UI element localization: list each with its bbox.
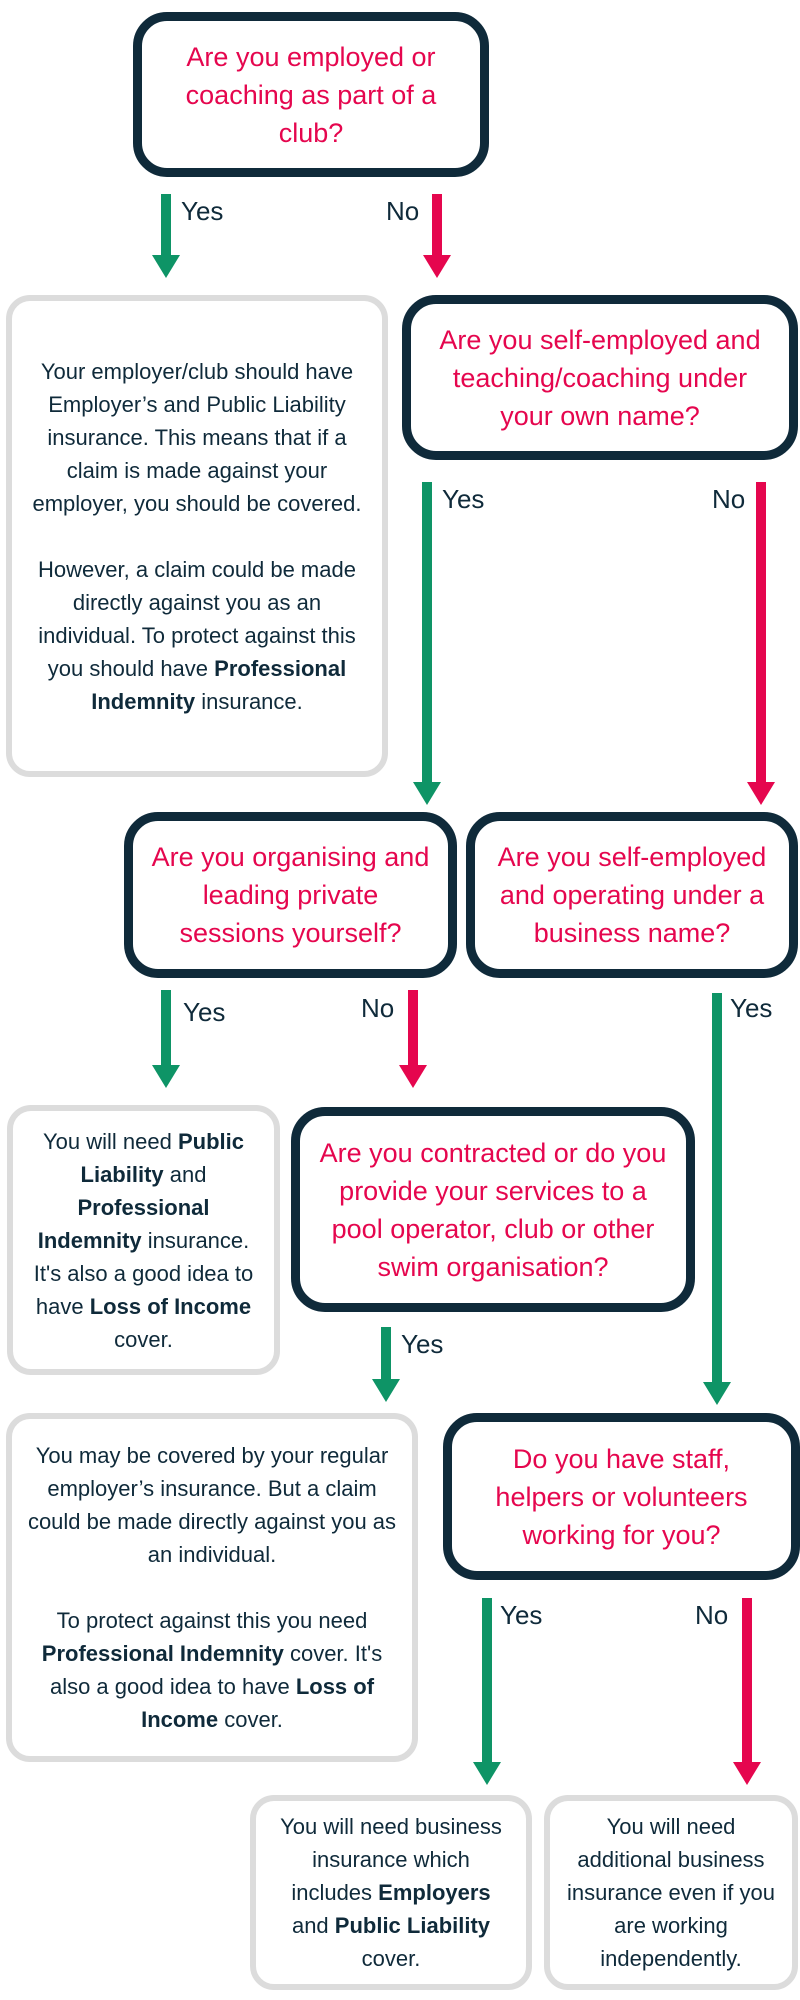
- answer-paragraph: You may be covered by your regular emplo…: [27, 1443, 397, 1567]
- label-q6-no: No: [695, 1600, 729, 1630]
- label-q5-yes: Yes: [401, 1329, 444, 1359]
- arrow-q3-yes: [152, 990, 180, 1088]
- answer-text: and: [291, 1913, 335, 1938]
- question-self-employed-own-name: Are you self-employed and teaching/coach…: [402, 295, 798, 460]
- label-q1-no: No: [386, 196, 420, 226]
- answer-emphasis: Loss of Income: [141, 1674, 375, 1732]
- arrow-q1-yes: [152, 194, 180, 278]
- question-text: Are you organising and leading private s…: [151, 842, 430, 948]
- answer-text: You will need business insurance which i…: [280, 1814, 502, 1905]
- answer-employers-public-liability: You will need business insurance which i…: [250, 1795, 532, 1990]
- question-private-sessions: Are you organising and leading private s…: [124, 812, 457, 978]
- answer-public-liability-indemnity: You will need Public Liability and Profe…: [7, 1105, 280, 1375]
- answer-text: You will need: [43, 1128, 178, 1154]
- label-q6-yes: Yes: [500, 1600, 543, 1630]
- arrow-q1-no: [423, 194, 451, 278]
- answer-paragraph: Your employer/club should have Employer’…: [32, 358, 362, 516]
- answer-text: cover.: [361, 1946, 421, 1971]
- answer-text: insurance.: [195, 688, 303, 714]
- question-contracted-services: Are you contracted or do you provide you…: [291, 1107, 695, 1312]
- answer-text: cover. It's also a good idea to have: [49, 1641, 383, 1699]
- arrow-q2-no: [747, 482, 775, 805]
- question-text: Are you self-employed and teaching/coach…: [439, 324, 761, 431]
- answer-paragraph: To protect against this you need Profess…: [26, 1604, 398, 1736]
- arrow-q5-yes: [372, 1327, 400, 1402]
- answer-paragraph: You will need Public Liability and Profe…: [23, 1125, 264, 1356]
- answer-additional-business-insurance: You will need additional business insura…: [544, 1795, 798, 1990]
- answer-text: cover.: [114, 1326, 173, 1352]
- answer-paragraph: You will need additional business insura…: [567, 1814, 775, 1971]
- label-q4-yes: Yes: [730, 993, 773, 1023]
- answer-text: and: [163, 1161, 207, 1187]
- label-q2-yes: Yes: [442, 484, 485, 514]
- question-text: Are you contracted or do you provide you…: [319, 1137, 667, 1282]
- arrow-q6-yes: [473, 1598, 501, 1785]
- arrow-q2-yes: [413, 482, 441, 805]
- answer-text: However, a claim could be made directly …: [38, 556, 356, 681]
- question-text: Are you employed or coaching as part of …: [185, 41, 437, 148]
- answer-emphasis: Public Liability: [80, 1128, 244, 1187]
- answer-text: To protect against this you need: [56, 1608, 368, 1633]
- answer-emphasis: Professional Indemnity: [41, 1641, 284, 1666]
- label-q1-yes: Yes: [181, 196, 224, 226]
- answer-emphasis: Loss of Income: [89, 1293, 252, 1319]
- answer-paragraph: However, a claim could be made directly …: [26, 553, 368, 718]
- answer-emphasis: Professional Indemnity: [91, 655, 347, 714]
- question-club-employment: Are you employed or coaching as part of …: [133, 12, 489, 177]
- arrow-q6-no: [733, 1598, 761, 1785]
- question-text: Are you self-employed and operating unde…: [497, 842, 767, 948]
- answer-employer-covered: Your employer/club should have Employer’…: [6, 295, 388, 777]
- label-q2-no: No: [712, 484, 746, 514]
- answer-text: cover.: [218, 1707, 283, 1732]
- answer-emphasis: Employers: [378, 1880, 491, 1905]
- label-q3-yes: Yes: [183, 997, 226, 1027]
- question-text: Do you have staff, helpers or volunteers…: [495, 1443, 748, 1550]
- answer-emphasis: Professional Indemnity: [37, 1194, 210, 1253]
- question-staff-helpers: Do you have staff, helpers or volunteers…: [443, 1413, 800, 1580]
- question-business-name: Are you self-employed and operating unde…: [466, 812, 798, 978]
- answer-employer-may-cover: You may be covered by your regular emplo…: [6, 1413, 418, 1762]
- label-q3-no: No: [361, 993, 395, 1023]
- arrow-q3-no: [399, 990, 427, 1088]
- answer-paragraph: You will need business insurance which i…: [270, 1810, 512, 1975]
- arrow-q4-yes: [703, 993, 731, 1405]
- answer-emphasis: Public Liability: [334, 1913, 491, 1938]
- answer-text: insurance. It's also a good idea to have: [33, 1227, 254, 1319]
